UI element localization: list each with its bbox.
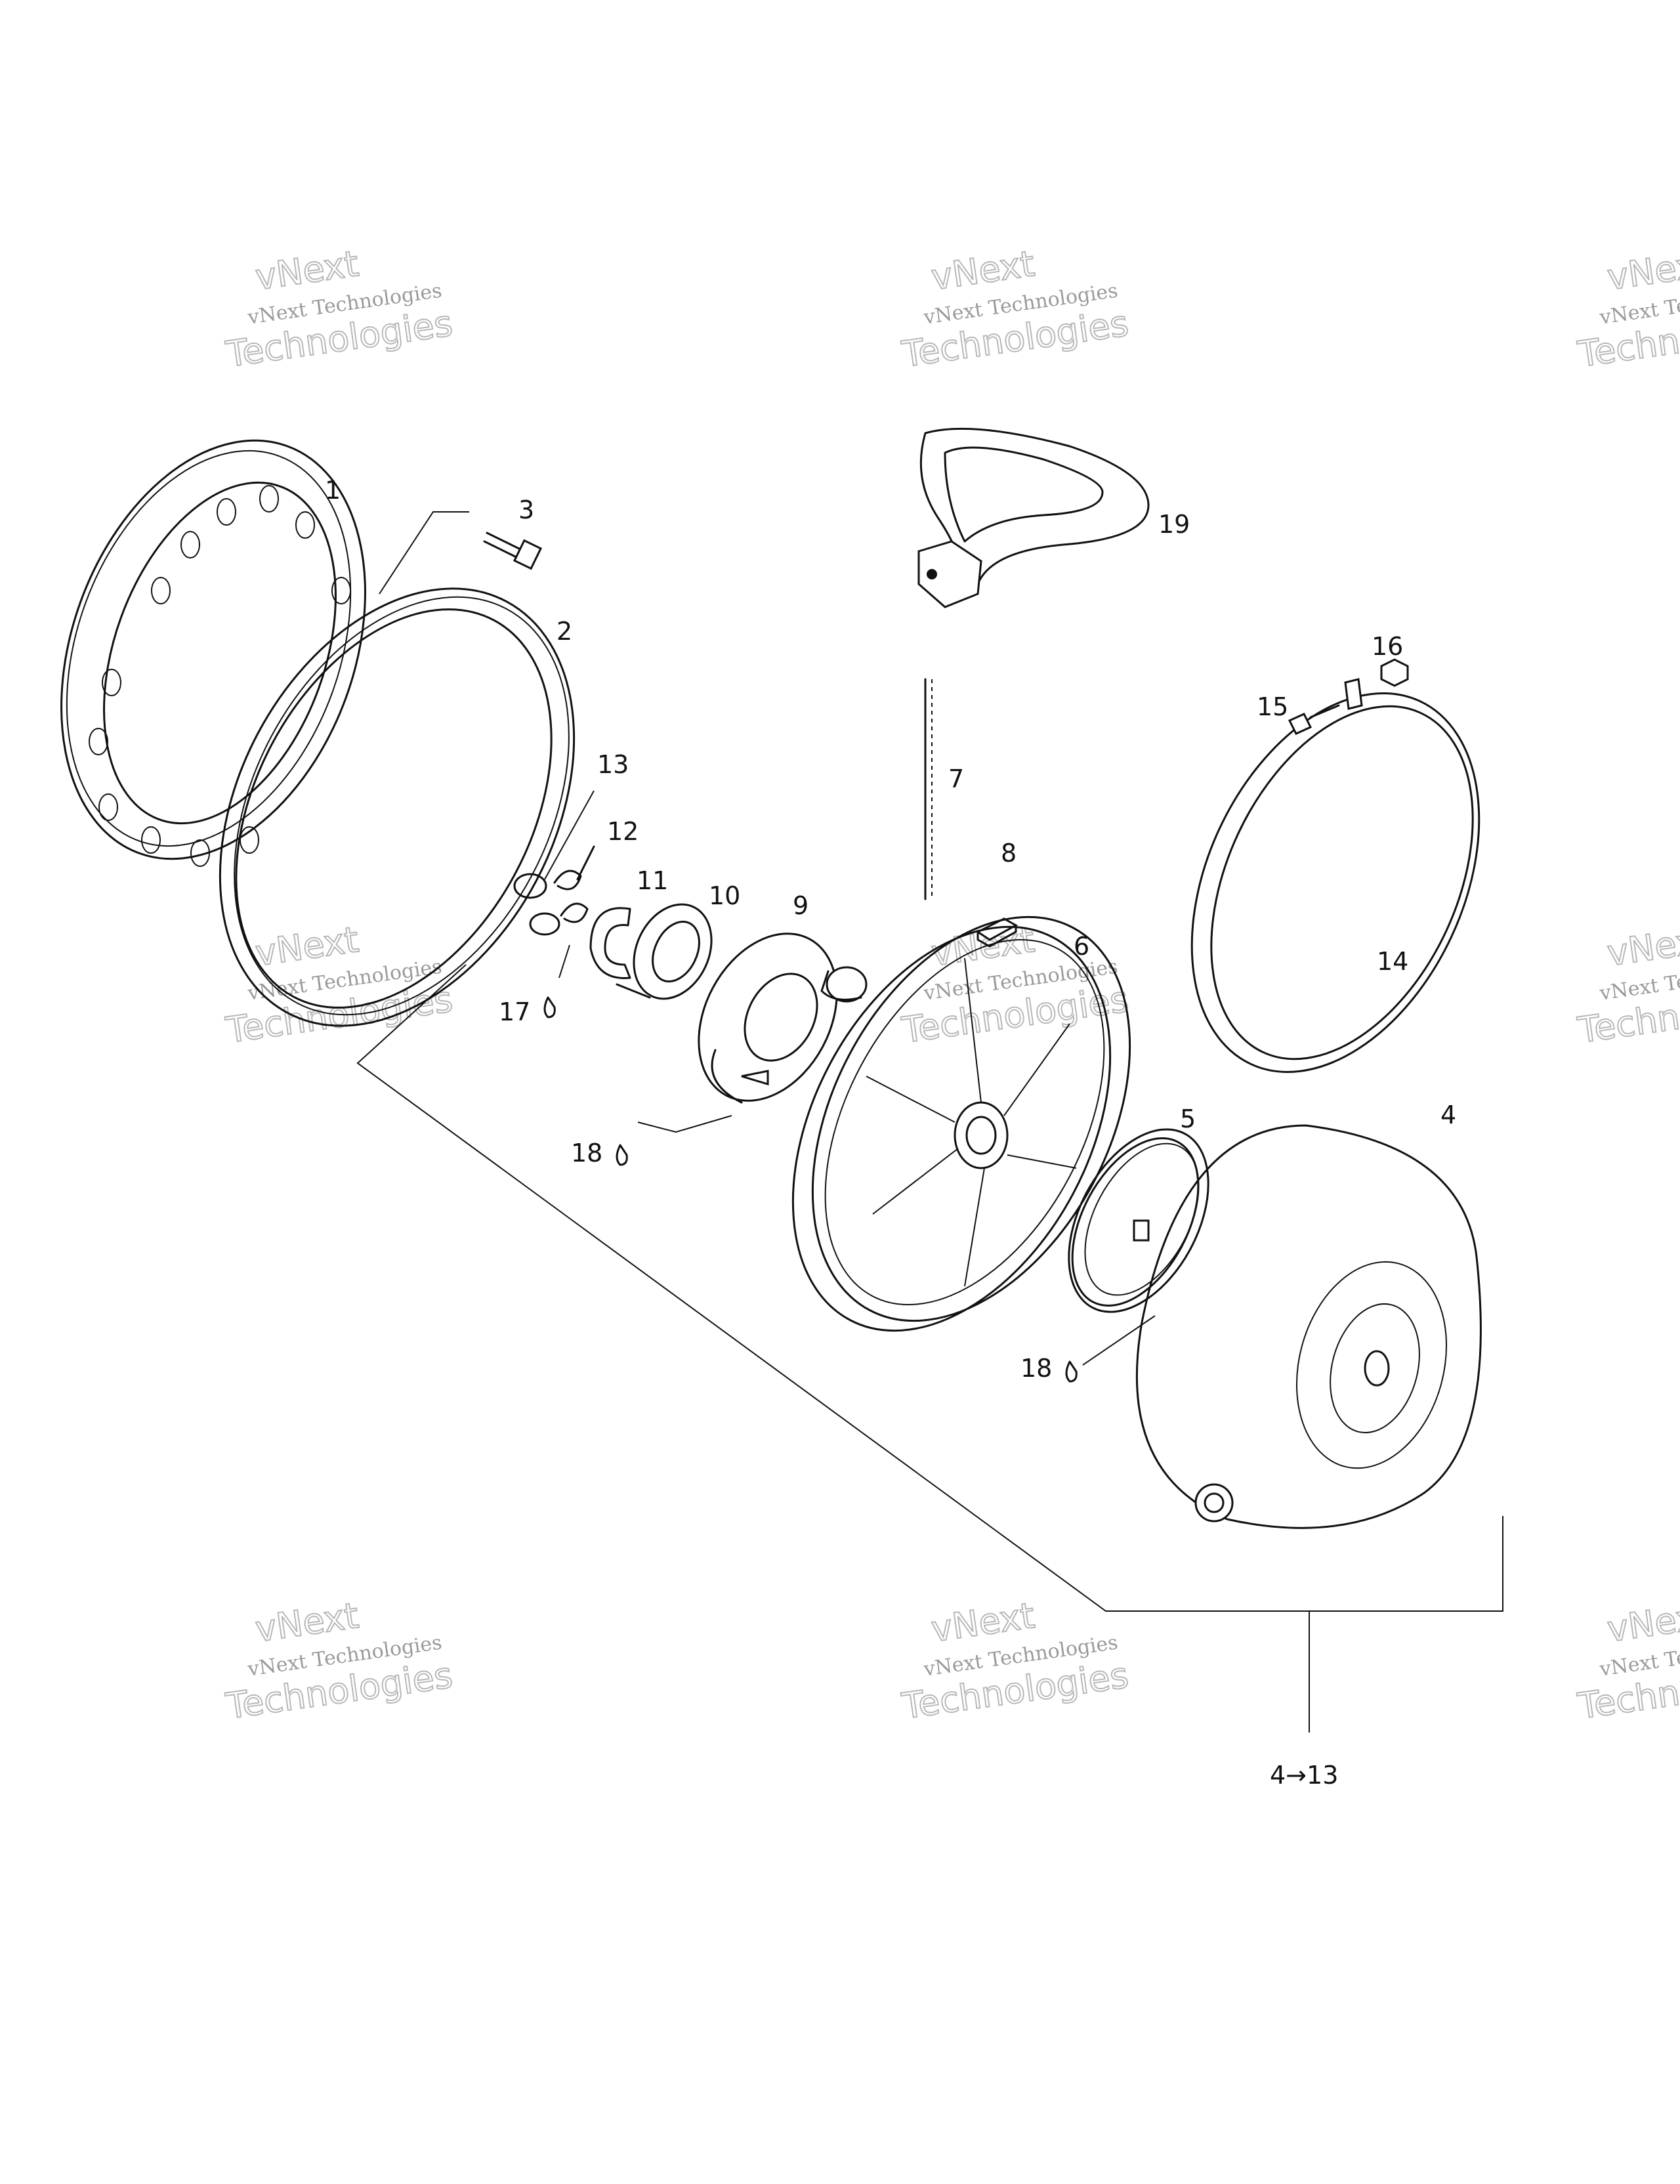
callout-10: 10 [709,881,740,910]
callout-7: 7 [948,765,964,793]
callout-assembly-4-13: 4→13 [1270,1761,1338,1790]
part-8-rope-pin [976,917,1018,948]
watermark-mid-left: vNext vNext Technologies Technologies [222,918,455,1052]
watermark-vnext: vNext [253,1595,361,1650]
part-16-nut [1380,658,1409,687]
callout-2: 2 [556,617,572,646]
part-15-bolt [1288,704,1340,735]
callout-18-lower: 18 [1020,1354,1052,1383]
callout-5: 5 [1180,1104,1196,1133]
part-18-lubricant-marker-lower [1065,1315,1156,1383]
callout-14: 14 [1377,947,1408,976]
part-13-ring [513,790,595,899]
part-2-sealing-ring [219,587,576,1027]
callout-16: 16 [1372,632,1403,661]
part-5-recoil-spring [1068,1128,1209,1313]
part-17-lubricant-marker [543,944,570,1018]
watermark-bottom-right: vNext vNext Technologies Technologies [1574,1594,1680,1728]
watermark-bottom-left: vNext vNext Technologies Technologies [222,1594,455,1728]
watermark-mid-right: vNext vNext Technologies Technologies [1574,918,1680,1052]
callout-18-upper: 18 [571,1139,602,1167]
part-18-lubricant-marker-upper [616,1115,732,1166]
watermark-vnext: vNext [929,1595,1037,1650]
callout-17: 17 [499,998,530,1026]
part-3-screw [379,511,543,595]
part-9-ratchet-hub [698,933,868,1104]
callout-12: 12 [607,817,639,846]
part-1-mounting-ring [60,439,366,867]
callout-4: 4 [1440,1101,1456,1129]
part-12-spring-clip [529,845,595,936]
callout-9: 9 [793,891,808,920]
part-7-starter-rope [924,678,933,900]
part-19-starter-handle [917,427,1150,608]
part-4-housing [1135,1124,1482,1529]
callout-8: 8 [1001,839,1017,868]
callout-15: 15 [1257,692,1288,721]
callout-13: 13 [597,750,629,779]
part-10-friction-disc [616,903,713,1000]
watermark-vnext: vNext [929,243,1037,298]
assembly-bracket [356,964,1503,1732]
watermark-top-right: vNext vNext Technologies Technologies [1574,242,1680,376]
callout-6: 6 [1074,932,1089,961]
part-11-pawl [589,907,631,979]
watermark-top-center: vNext vNext Technologies Technologies [898,242,1131,376]
watermark-top-left: vNext vNext Technologies Technologies [222,242,455,376]
watermark-vnext: vNext [1605,1595,1680,1650]
callout-1: 1 [325,476,341,505]
watermark-vnext: vNext [253,919,361,974]
callout-3: 3 [518,495,534,524]
watermark-vnext: vNext [1605,243,1680,298]
part-14-band [1190,678,1480,1073]
watermark-vnext: vNext [1605,919,1680,974]
callout-19: 19 [1158,510,1190,539]
watermark-bottom-center: vNext vNext Technologies Technologies [898,1594,1131,1728]
watermark-vnext: vNext [253,243,361,298]
callout-11: 11 [637,866,668,895]
